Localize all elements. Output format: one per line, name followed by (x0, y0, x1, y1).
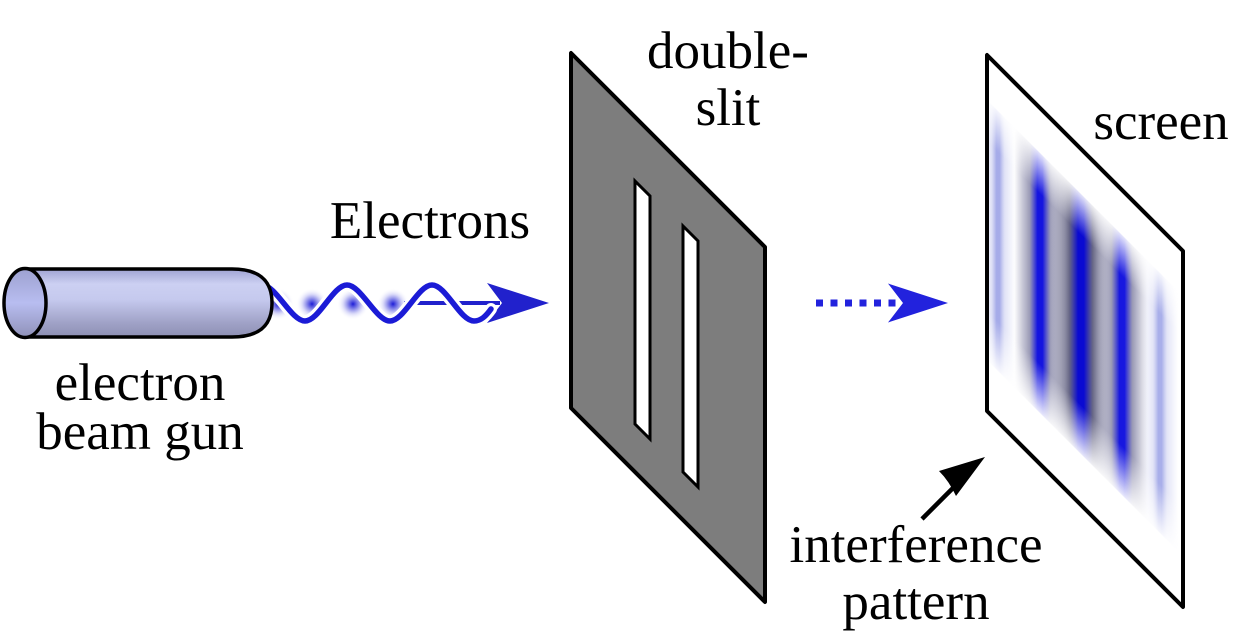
interference-arrow (920, 457, 985, 521)
interference-fringe (989, 94, 1015, 388)
dotted-arrow-head (888, 283, 948, 323)
electron-beam-gun (2, 266, 274, 340)
plate-panel (569, 51, 767, 604)
gun-label-line2: beam gun (36, 403, 244, 461)
double-slit-label-line2: slit (696, 79, 761, 137)
slit-left (633, 177, 652, 443)
interference-fringe (1142, 255, 1178, 551)
interference-fringe (1096, 209, 1148, 521)
interference-label-line1: interference (789, 516, 1042, 574)
double-slit-plate (569, 51, 767, 604)
electron-wave-line (259, 282, 494, 324)
gun-label-line1: electron (55, 354, 226, 412)
interference-fringes (989, 94, 1178, 551)
interference-arrow-head (939, 457, 985, 496)
beam-arrow-head (487, 283, 549, 323)
dotted-arrow (816, 283, 948, 323)
slit-right (681, 222, 700, 491)
gun-body (23, 267, 274, 339)
interference-arrow-shaft (920, 486, 955, 521)
interference-fringe (1052, 165, 1110, 483)
electron-wave (256, 278, 497, 328)
screen-panel (985, 53, 1185, 609)
double-slit-label-line1: double- (647, 22, 809, 80)
interference-label-line2: pattern (842, 573, 989, 631)
gun-end-cap (2, 266, 48, 340)
screen-label: screen (1093, 93, 1228, 151)
electrons-label: Electrons (330, 192, 530, 250)
